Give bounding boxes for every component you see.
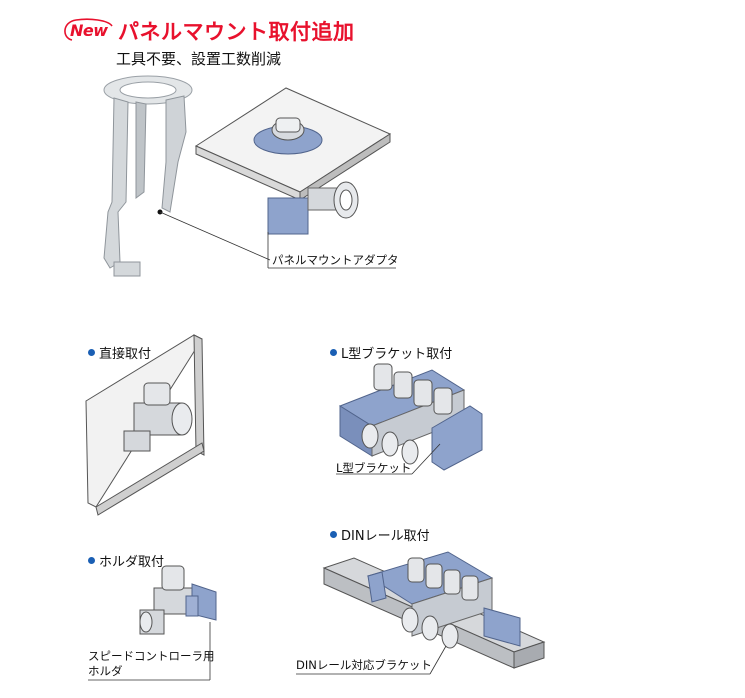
din-rail-callout: DINレール対応ブラケット <box>296 658 432 672</box>
panel-mount-adapter-illustration <box>103 75 193 277</box>
l-bracket-manifold-illustration <box>338 363 483 471</box>
bullet-icon <box>330 531 337 538</box>
section-holder-title: ホルダ取付 <box>88 551 164 570</box>
new-badge-swoosh <box>64 18 113 41</box>
new-badge-label: New <box>70 21 108 40</box>
holder-callout-underline <box>88 622 211 681</box>
l-bracket-callout: L型ブラケット <box>336 461 412 475</box>
bullet-icon <box>88 349 95 356</box>
bullet-icon <box>88 557 95 564</box>
din-rail-callout-underline <box>296 645 447 675</box>
panel-with-fitting-illustration <box>194 87 392 235</box>
adapter-callout-underline <box>267 232 396 269</box>
adapter-callout: パネルマウントアダプタ <box>272 253 399 267</box>
holder-mount-illustration <box>139 565 217 635</box>
holder-callout-line1: スピードコントローラ用 <box>88 649 215 663</box>
section-l-bracket-title: L型ブラケット取付 <box>330 343 452 362</box>
din-rail-manifold-illustration <box>322 551 546 669</box>
section-direct-title: 直接取付 <box>88 343 151 362</box>
section-din-rail-title: DINレール取付 <box>330 525 430 544</box>
direct-mount-illustration <box>85 334 205 516</box>
adapter-leader-line <box>159 211 271 261</box>
l-bracket-callout-underline <box>336 443 441 475</box>
page-subtitle: 工具不要、設置工数削減 <box>116 50 282 68</box>
page-title: パネルマウント取付追加 <box>118 20 355 44</box>
new-badge: New <box>62 18 116 42</box>
bullet-icon <box>330 349 337 356</box>
holder-callout-line2: ホルダ <box>88 664 123 678</box>
